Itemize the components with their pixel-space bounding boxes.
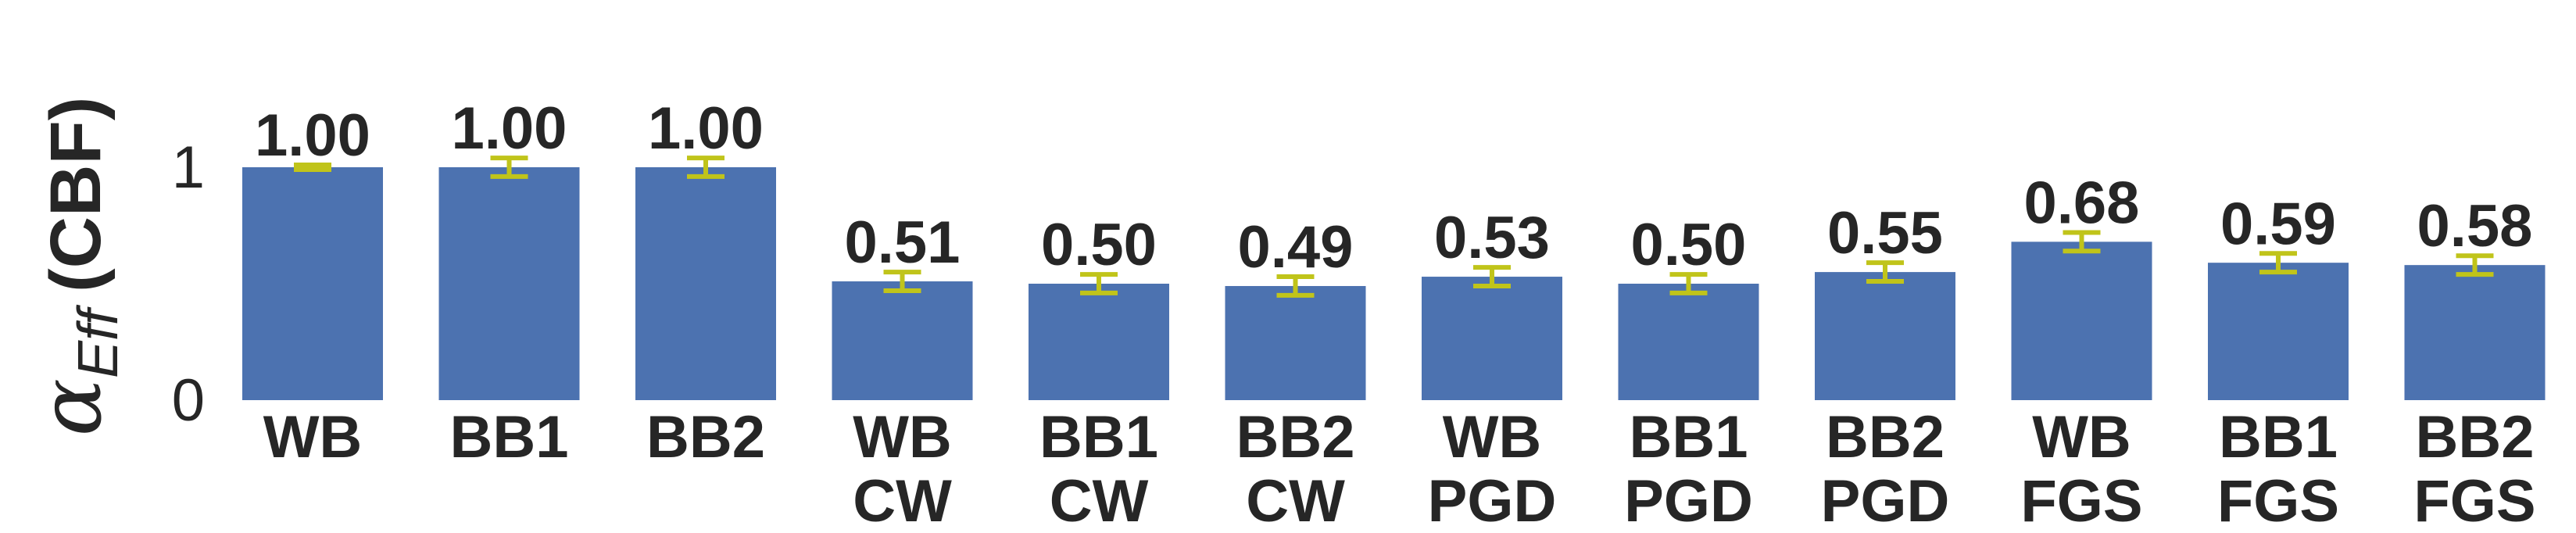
value-label: 0.50 (1041, 212, 1157, 278)
value-label: 1.00 (648, 95, 764, 162)
category-label: WB (853, 404, 952, 470)
category-label: CW (853, 468, 952, 533)
category-label: FGS (2217, 468, 2339, 533)
error-bar (1669, 272, 1708, 295)
value-label: 0.58 (2417, 193, 2533, 259)
category-label: PGD (1821, 468, 1950, 533)
error-bar (687, 156, 724, 179)
y-tick-label: 0 (172, 367, 205, 434)
error-bar (1276, 274, 1315, 298)
category-label: BB2 (1826, 404, 1945, 470)
value-label: 0.49 (1238, 214, 1354, 281)
category-label: PGD (1624, 468, 1753, 533)
category-label: WB (1443, 404, 1542, 470)
bars (242, 167, 2546, 400)
error-bar (2063, 230, 2101, 254)
error-bar (1080, 272, 1118, 295)
bar (1815, 272, 1955, 400)
category-label: BB1 (1039, 404, 1158, 470)
value-label: 1.00 (452, 95, 567, 162)
value-label: 0.50 (1631, 212, 1747, 278)
category-label: BB1 (2219, 404, 2338, 470)
value-label: 0.51 (845, 209, 961, 276)
bar (1422, 277, 1562, 400)
error-bar (490, 156, 528, 179)
category-label: FGS (2020, 468, 2142, 533)
y-axis-label: αEff (CBF) (20, 97, 130, 437)
category-label: BB2 (2415, 404, 2534, 470)
category-label: BB1 (1629, 404, 1748, 470)
bar (635, 167, 776, 400)
error-bar (2259, 251, 2297, 275)
category-label: CW (1050, 468, 1149, 533)
category-label: CW (1246, 468, 1345, 533)
y-axis-label-symbol: α (20, 378, 120, 436)
category-label: BB2 (646, 404, 765, 470)
y-tick-label: 1 (172, 134, 205, 201)
error-bar (1473, 265, 1511, 288)
error-bars (294, 156, 2494, 298)
y-axis-ticks: 01 (172, 134, 205, 434)
error-bar (2456, 253, 2494, 277)
value-label: 0.59 (2220, 191, 2336, 257)
bar (1618, 284, 1759, 400)
bar (832, 281, 973, 400)
bar (438, 167, 580, 400)
bar (1225, 285, 1366, 400)
value-label: 0.55 (1827, 200, 1943, 266)
value-label: 0.53 (1434, 205, 1550, 271)
category-label: BB2 (1236, 404, 1354, 470)
value-label: 1.00 (255, 102, 370, 169)
bar (2011, 241, 2152, 400)
error-bar (1866, 260, 1904, 284)
category-label: WB (263, 404, 363, 470)
bar (1029, 284, 1169, 400)
category-label: PGD (1428, 468, 1557, 533)
bar (242, 167, 383, 400)
error-bar (294, 163, 331, 172)
svg-text:αEff(CBF): αEff (CBF) (20, 97, 130, 437)
y-axis-label-subscript: Eff (67, 304, 130, 378)
y-axis-label-text: (CBF) (36, 97, 116, 292)
error-bar (883, 270, 921, 293)
bar (2208, 263, 2349, 400)
category-label: WB (2032, 404, 2131, 470)
category-label: FGS (2413, 468, 2535, 533)
value-labels: 1.00 1.00 1.00 0.51 0.50 0.49 0.53 0.50 0.55 0.68… (255, 95, 2532, 281)
value-label: 0.68 (2024, 170, 2140, 236)
bar (2404, 265, 2546, 400)
category-label: BB1 (449, 404, 568, 470)
